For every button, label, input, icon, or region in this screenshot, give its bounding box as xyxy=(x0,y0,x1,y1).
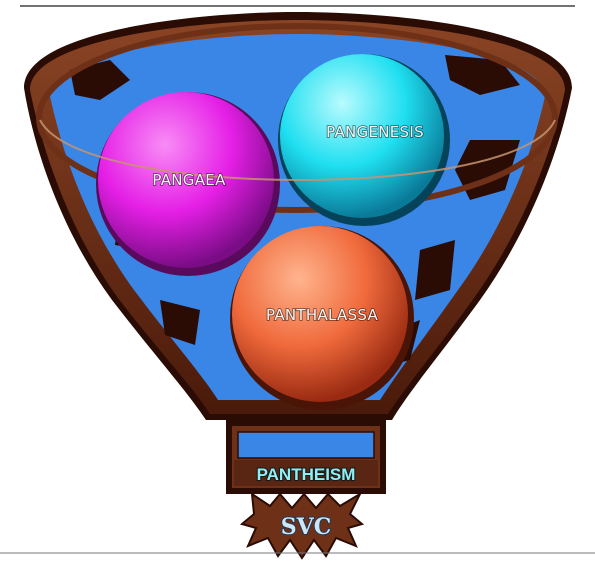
label-pangaea: PANGAEA xyxy=(152,171,226,189)
circle-panthalassa xyxy=(230,226,414,410)
funnel-base xyxy=(226,420,386,494)
circle-pangenesis xyxy=(278,54,450,226)
circle-pangaea xyxy=(96,92,280,276)
svc-logo xyxy=(239,491,365,560)
funnel-mouth-front xyxy=(39,119,556,181)
label-panthalassa: PANTHALASSA xyxy=(266,306,379,324)
label-pangenesis: PANGENESIS xyxy=(326,123,424,141)
funnel-mouth-back xyxy=(36,23,558,213)
logo-svc-text: SVC xyxy=(281,514,331,540)
label-pantheism: PANTHEISM xyxy=(257,465,356,484)
